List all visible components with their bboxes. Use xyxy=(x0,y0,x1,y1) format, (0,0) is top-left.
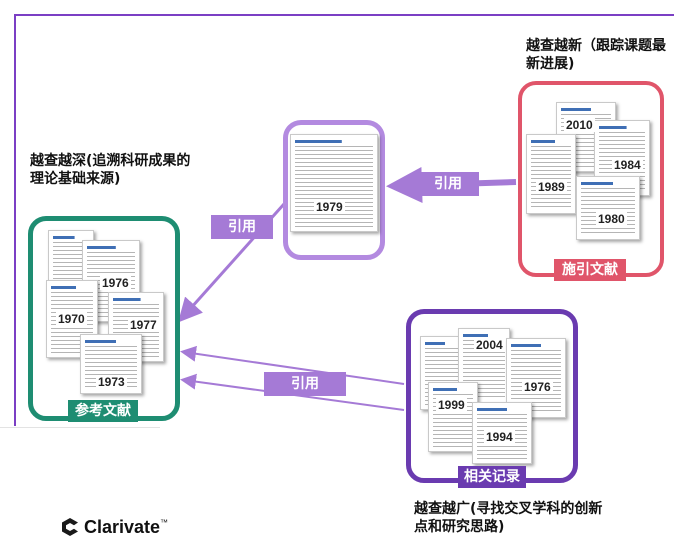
related-year-1994: 1994 xyxy=(484,430,515,444)
reference-year-1970: 1970 xyxy=(56,312,87,326)
citing-year-1989: 1989 xyxy=(536,180,567,194)
center-paper xyxy=(290,134,378,232)
related-year-1976: 1976 xyxy=(522,380,553,394)
reference-year-1976: 1976 xyxy=(100,276,131,290)
caption-wider: 越查越广(寻找交叉学科的创新点和研究思路) xyxy=(414,501,603,535)
citing-paper xyxy=(576,176,640,240)
frame-border-left xyxy=(14,14,16,426)
logo-text: Clarivate xyxy=(84,516,161,537)
references-label: 参考文献 xyxy=(68,400,138,422)
citing-paper xyxy=(526,134,576,214)
citing-year-1980: 1980 xyxy=(596,212,627,226)
citing-label: 施引文献 xyxy=(554,259,626,281)
related-year-2004: 2004 xyxy=(474,338,505,352)
clarivate-logo: Clarivate ™ xyxy=(60,516,168,538)
reference-year-1973: 1973 xyxy=(96,375,127,389)
citing-year-1984: 1984 xyxy=(612,158,643,172)
frame-border-top xyxy=(14,14,674,16)
clarivate-logo-icon xyxy=(62,518,78,536)
logo-trademark: ™ xyxy=(160,518,169,527)
cite-arrow-label-related: 引用 xyxy=(264,372,346,396)
related-records-label: 相关记录 xyxy=(458,466,526,488)
caption-deeper: 越查越深(追溯科研成果的理论基础来源) xyxy=(30,153,191,187)
reference-year-1977: 1977 xyxy=(128,318,159,332)
related-paper xyxy=(428,382,478,452)
cite-arrow-label-references: 引用 xyxy=(211,215,273,239)
cite-arrow-label-citing: 引用 xyxy=(417,172,479,196)
related-year-1999: 1999 xyxy=(436,398,467,412)
citing-year-2010: 2010 xyxy=(564,118,595,132)
caption-newer: 越查越新（跟踪课题最新进展) xyxy=(526,38,666,72)
center-year-1979: 1979 xyxy=(314,200,345,214)
divider-line xyxy=(0,427,160,428)
